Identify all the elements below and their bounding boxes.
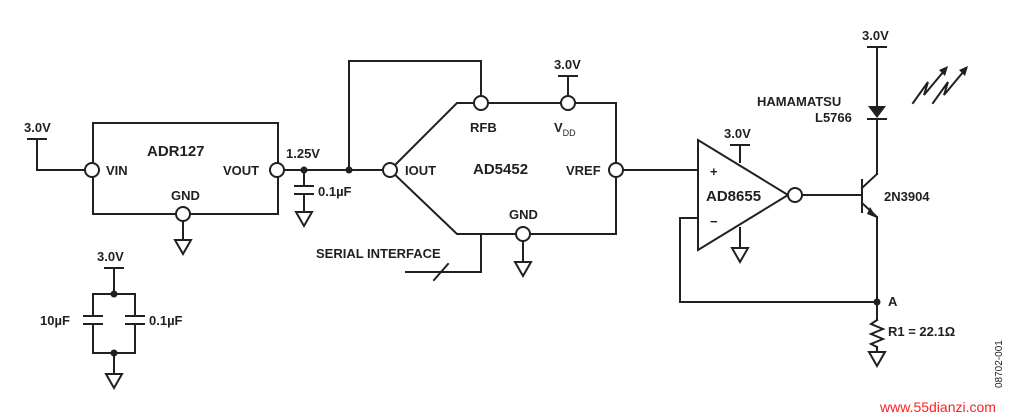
decoupling-caps: 3.0V 10µF 0.1µF [40,249,183,391]
ad8655-label: AD8655 [706,188,761,205]
serial-interface-label: SERIAL INTERFACE [316,246,441,261]
ad5452-block: AD5452 IOUT RFB VDD VREF GND [382,95,624,242]
transistor-2n3904: 2N3904 [860,172,930,219]
adr127-vin-pin [84,162,100,178]
serial-interface-bus: SERIAL INTERFACE [316,233,482,282]
resistor-r1 [868,318,886,349]
adr127-vin-label: VIN [106,163,128,178]
cap-0-1uf-label: 0.1µF [149,313,183,328]
vdd-supply-label: 3.0V [554,57,581,72]
ad5452-iout-pin [382,162,398,178]
transistor-label: 2N3904 [884,189,930,204]
led-diode-icon [868,106,886,118]
led-l5766: 3.0V HAMAMATSU L5766 [757,28,968,175]
ad5452-vdd-pin [560,95,576,111]
ground-icon [513,261,533,279]
feedback-net [679,217,878,303]
emitter-leg: A R1 = 22.1Ω [867,216,955,369]
r1-label: R1 = 22.1Ω [888,324,955,339]
adr127-vout-pin [269,162,285,178]
ground-icon [294,211,314,229]
light-arrow-head [939,66,948,76]
junction-dot [110,290,118,298]
ad5452-gnd-pin [515,226,531,242]
ad5452-ground [513,240,533,279]
adr127-vout-label: VOUT [223,163,259,178]
adr127-block: ADR127 VIN VOUT GND [92,122,279,215]
ad8655-plus-label: + [710,164,718,179]
ad5452-rfb-pin [473,95,489,111]
ad5452-vdd-label: VDD [554,120,576,138]
vout-net: 1.25V 0.1µF [269,60,482,229]
light-arrow-icon [931,69,966,105]
led-supply-label: 3.0V [862,28,889,43]
bus-slash [432,262,450,282]
ad8655-block: + − AD8655 3.0V [697,126,803,265]
node-1v25-label: 1.25V [286,146,320,161]
ad5452-rfb-label: RFB [470,120,497,135]
vin-supply: 3.0V [24,120,100,178]
ad8655-body [697,138,790,252]
ground-icon [867,351,887,369]
adr127-label: ADR127 [147,143,205,160]
ground-icon [173,239,193,257]
vin-supply-label: 3.0V [24,120,51,135]
opamp-supply-label: 3.0V [724,126,751,141]
ad5452-vref-pin [608,162,624,178]
node-a-label: A [888,294,898,309]
figure-id: 08702-001 [994,340,1005,388]
adr127-gnd-label: GND [171,188,200,203]
ad5452-gnd-label: GND [509,207,538,222]
cap-out-label: 0.1µF [318,184,352,199]
ad5452-label: AD5452 [473,161,528,178]
ad8655-out-pin [787,187,803,203]
emitter-arrow-icon [867,207,877,218]
ground-icon [104,373,124,391]
led-label-line2: L5766 [815,110,852,125]
ad8655-minus-label: − [710,214,718,229]
ad5452-iout-label: IOUT [405,163,436,178]
ground-icon [730,247,750,265]
junction-dot [873,298,881,306]
watermark-text: www.55dianzi.com [879,399,996,415]
ad5452-vref-label: VREF [566,163,601,178]
led-label-line1: HAMAMATSU [757,94,841,109]
cap-10uf-label: 10µF [40,313,70,328]
light-arrow-icon [911,69,946,105]
adr127-ground [173,206,193,257]
decoupling-supply-label: 3.0V [97,249,124,264]
adr127-gnd-pin [175,206,191,222]
ad5452-vdd-supply: 3.0V [554,57,581,97]
light-arrow-head [959,66,968,76]
